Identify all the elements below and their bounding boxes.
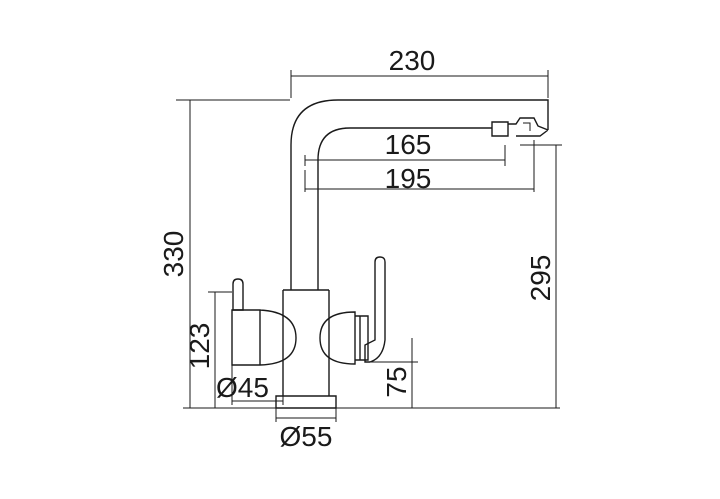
aerator-tip	[491, 117, 549, 137]
right-lever	[364, 256, 386, 363]
dim-label-195: 195	[385, 163, 432, 194]
dim-label-75: 75	[381, 366, 412, 397]
dim-label-123: 123	[184, 323, 215, 370]
mixer-body	[282, 289, 330, 392]
aerator-detail	[523, 122, 531, 131]
left-lever	[232, 278, 244, 311]
left-cartridge	[231, 309, 297, 366]
dim-label-165: 165	[385, 129, 432, 160]
dim-label-295: 295	[525, 255, 556, 302]
dim-label-330: 330	[158, 231, 189, 278]
right-cartridge	[319, 311, 369, 365]
dim-label-diameter-45: Ø45	[216, 372, 269, 403]
dim-label-230: 230	[389, 45, 436, 76]
base-flange	[275, 392, 337, 409]
dimension-labels: 230 165 195 330 295 123 75 Ø45 Ø55	[158, 45, 556, 452]
dim-label-diameter-55: Ø55	[280, 421, 333, 452]
dimension-lines	[176, 70, 562, 422]
